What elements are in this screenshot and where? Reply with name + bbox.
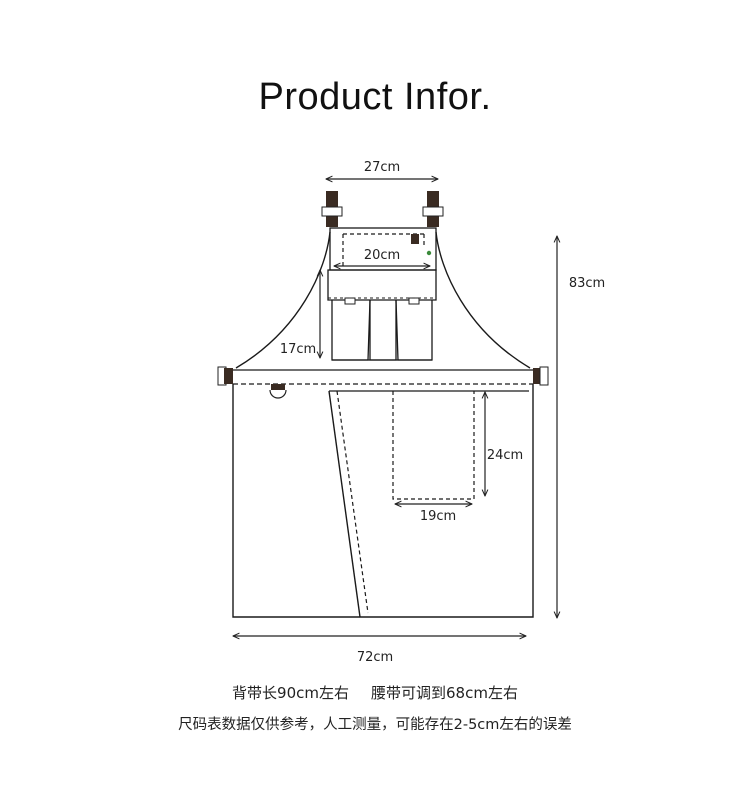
bib-pockets — [331, 299, 433, 361]
waist-adjustable-note: 腰带可调到68cm左右 — [371, 684, 518, 702]
bib-pocket-flap — [327, 269, 437, 301]
apron-skirt — [232, 384, 534, 618]
strap-and-waist-note: 背带长90cm左右 腰带可调到68cm左右 — [0, 682, 750, 703]
measurement-disclaimer: 尺码表数据仅供参考，人工测量，可能存在2-5cm左右的误差 — [178, 717, 572, 733]
left-strap-buckle — [321, 191, 343, 227]
bottom-width-label: 72cm — [357, 650, 393, 665]
pocket-width-label: 19cm — [420, 509, 456, 524]
bib-pocket-width-label: 20cm — [364, 248, 400, 263]
right-neck-strap — [435, 231, 531, 369]
right-waist-buckle — [533, 366, 549, 386]
left-neck-strap — [235, 231, 331, 369]
bib-pocket-height-label: 17cm — [280, 342, 316, 357]
pocket-height-label: 24cm — [487, 448, 523, 463]
front-pocket — [392, 391, 475, 500]
skirt-panel-seam — [328, 390, 361, 618]
left-waist-buckle — [217, 366, 233, 386]
total-length-label: 83cm — [569, 276, 605, 291]
top-width-label: 27cm — [364, 160, 400, 175]
page-title: Product Infor. — [258, 76, 492, 118]
right-strap-buckle — [422, 191, 444, 227]
towel-loop — [269, 384, 287, 399]
strap-length-note: 背带长90cm左右 — [232, 684, 349, 702]
